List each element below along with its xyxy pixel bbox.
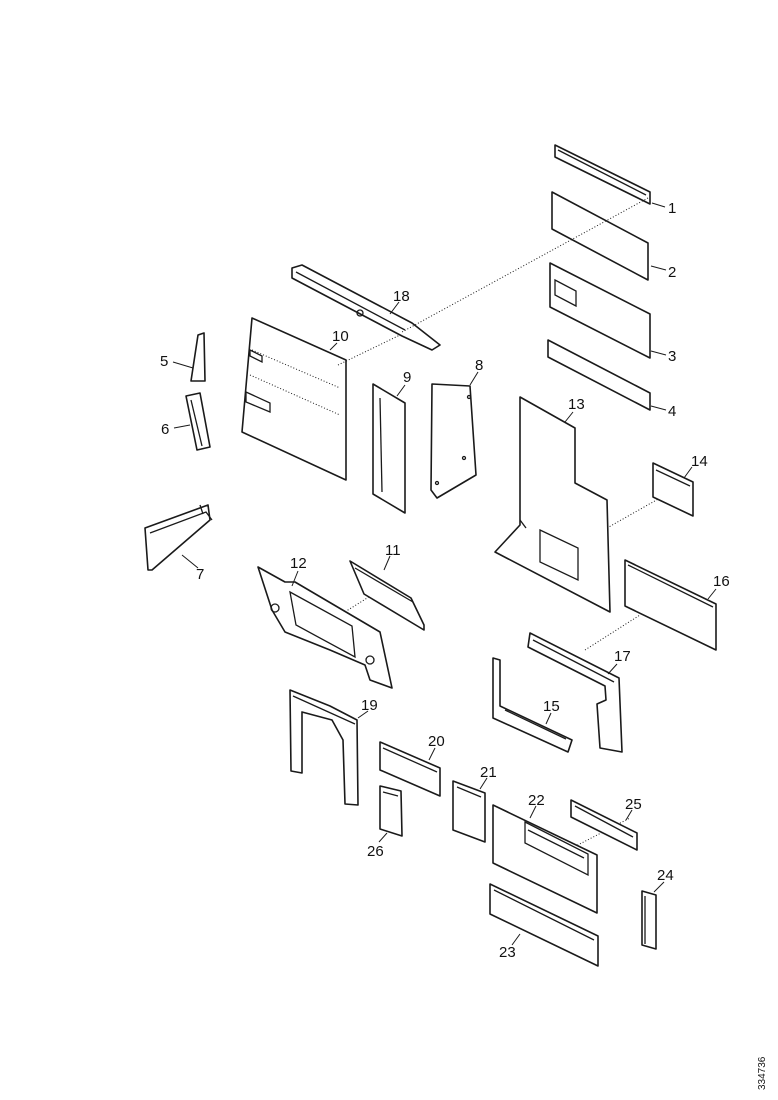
- part-1: [554, 144, 651, 205]
- callout-4: 4: [668, 403, 676, 420]
- callout-21: 21: [480, 764, 497, 781]
- part-12: [257, 566, 393, 689]
- document-number: 334736: [757, 1056, 768, 1090]
- assembly-line-17-16: [584, 614, 641, 651]
- part-15: [492, 657, 573, 753]
- part-5: [190, 332, 206, 382]
- part-19: [289, 689, 359, 806]
- callout-17: 17: [614, 648, 631, 665]
- callout-22: 22: [528, 792, 545, 809]
- callout-25: 25: [625, 796, 642, 813]
- leader-lines: [172, 202, 717, 946]
- callout-10: 10: [332, 328, 349, 345]
- part-21: [452, 780, 486, 843]
- part-11: [349, 560, 425, 631]
- callout-26: 26: [367, 843, 384, 860]
- part-24: [641, 890, 657, 950]
- callout-9: 9: [403, 369, 411, 386]
- assembly-line-10-18: [337, 334, 401, 366]
- part-25: [570, 799, 638, 851]
- part-20: [379, 741, 441, 797]
- callout-20: 20: [428, 733, 445, 750]
- callout-15: 15: [543, 698, 560, 715]
- callout-24: 24: [657, 867, 674, 884]
- part-23: [489, 883, 599, 967]
- part-9: [372, 383, 406, 514]
- callout-1: 1: [668, 200, 676, 217]
- part-26: [379, 785, 403, 837]
- part-3: [549, 262, 651, 359]
- callout-3: 3: [668, 348, 676, 365]
- part-4: [547, 339, 651, 411]
- callout-14: 14: [691, 453, 708, 470]
- callout-13: 13: [568, 396, 585, 413]
- part-10: [241, 317, 347, 481]
- part-6: [185, 392, 211, 451]
- callout-5: 5: [160, 353, 168, 370]
- callout-2: 2: [668, 264, 676, 281]
- part-22: [492, 804, 598, 914]
- callout-7: 7: [196, 566, 204, 583]
- callout-6: 6: [161, 421, 169, 438]
- part-18: [291, 264, 441, 351]
- callout-18: 18: [393, 288, 410, 305]
- callout-12: 12: [290, 555, 307, 572]
- callout-16: 16: [713, 573, 730, 590]
- part-14: [652, 462, 694, 517]
- callout-11: 11: [385, 542, 401, 559]
- assembly-line-13-14: [606, 497, 661, 529]
- part-8: [430, 383, 477, 499]
- callout-19: 19: [361, 697, 378, 714]
- part-2: [551, 191, 649, 281]
- part-7: [144, 504, 213, 571]
- part-16: [624, 559, 717, 651]
- callout-8: 8: [475, 357, 483, 374]
- assembly-line-22-25: [571, 817, 631, 849]
- callout-23: 23: [499, 944, 516, 961]
- part-17: [527, 632, 623, 753]
- part-13: [494, 396, 611, 613]
